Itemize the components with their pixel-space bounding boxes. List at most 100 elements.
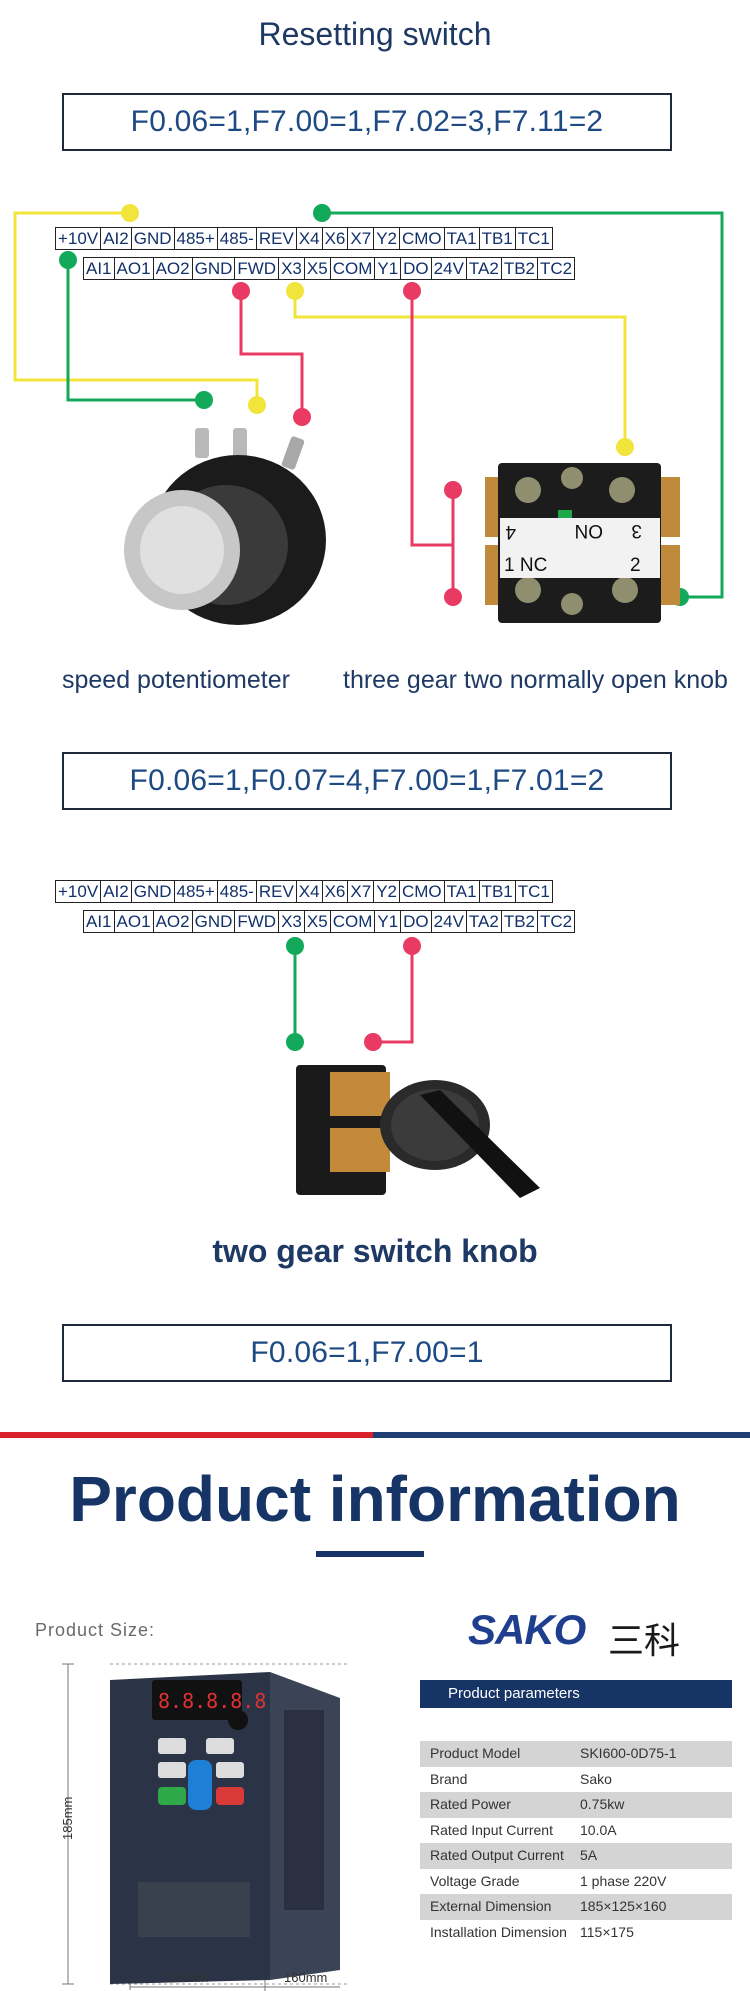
terminal-ai2: AI2: [100, 227, 132, 250]
product-size-label: Product Size:: [35, 1620, 156, 1640]
divider-red: [0, 1432, 373, 1438]
param-key: Voltage Grade: [430, 1872, 520, 1889]
terminal-do: DO: [400, 910, 432, 933]
terminal-ta1: TA1: [443, 880, 480, 903]
wire-red-com: [373, 946, 414, 1044]
terminal-dot: [232, 282, 250, 300]
terminal-dot: [444, 588, 462, 606]
parameter-code-box-2: F0.06=1,F0.07=4,F7.00=1,F7.01=2: [62, 752, 672, 810]
terminal-tc1: TC1: [514, 880, 553, 903]
terminal-dot: [121, 204, 139, 222]
terminal-x6: X6: [321, 880, 349, 903]
section-title: Resetting switch: [258, 16, 492, 52]
terminal-x4: X4: [295, 227, 323, 250]
param-value: 5A: [580, 1847, 598, 1863]
switch-marking-3: 3: [631, 520, 642, 541]
terminal-dot: [403, 937, 421, 955]
terminal-dot: [248, 396, 266, 414]
param-row: Installation Dimension 115×175: [420, 1920, 732, 1946]
terminal-485-minus: 485-: [216, 880, 257, 903]
title-underline: [316, 1551, 424, 1557]
terminal-x7: X7: [347, 880, 375, 903]
wire-green-rev: [322, 211, 724, 599]
wire-yellow-fwd: [293, 291, 627, 447]
wiring-diagram-1: 4 ON 3 1 NC 2: [13, 204, 724, 625]
terminal-dot: [403, 282, 421, 300]
param-value: 0.75kw: [580, 1796, 625, 1812]
product-parameters-header: Product parameters: [420, 1680, 732, 1708]
param-row: Rated Input Current 10.0A: [420, 1818, 732, 1844]
terminal-tb2: TB2: [500, 257, 539, 280]
terminal-dot: [286, 1033, 304, 1051]
terminal-ao1: AO1: [113, 910, 154, 933]
terminal-gnd: GND: [130, 880, 175, 903]
terminal-fwd: FWD: [234, 257, 280, 280]
switch-marking-4: 4: [505, 521, 516, 542]
terminal-fwd: FWD: [234, 910, 280, 933]
terminal-ta1: TA1: [443, 227, 480, 250]
param-value: 115×175: [580, 1923, 634, 1940]
terminal-10v-plus: +10V: [55, 880, 102, 903]
potentiometer-image: [124, 428, 326, 625]
param-row: Rated Power 0.75kw: [420, 1792, 732, 1818]
param-value: 185×125×160: [580, 1898, 667, 1914]
wiring-diagram-2: [286, 937, 540, 1198]
parameter-code-box-1: F0.06=1,F7.00=1,F7.02=3,F7.11=2: [62, 93, 672, 151]
terminal-do: DO: [400, 257, 432, 280]
terminal-rev: REV: [255, 227, 297, 250]
terminal-ai1: AI1: [83, 257, 115, 280]
terminal-x5: X5: [303, 910, 331, 933]
terminal-y2: Y2: [373, 880, 400, 903]
terminal-tb1: TB1: [478, 227, 516, 250]
three-gear-switch-image: 4 ON 3 1 NC 2: [485, 463, 680, 623]
display-digits: 8.8.8.8.8: [158, 1689, 266, 1713]
product-size-image: 185mm 8.8.8.8.8 125mm 160mm: [60, 1663, 350, 1991]
terminal-ta2: TA2: [465, 910, 502, 933]
param-key: Rated Output Current: [430, 1847, 564, 1863]
terminal-tc2: TC2: [537, 910, 576, 933]
brand-logo-chinese: 三科: [608, 1620, 681, 1661]
terminal-tb2: TB2: [500, 910, 539, 933]
param-key: Brand: [430, 1770, 468, 1787]
switch-marking-1nc: 1 NC: [504, 555, 547, 576]
param-value: 10.0A: [580, 1821, 617, 1838]
param-row: Voltage Grade 1 phase 220V: [420, 1869, 732, 1895]
label-speed-potentiometer: speed potentiometer: [62, 666, 290, 694]
terminal-dot: [616, 438, 634, 456]
wire-yellow-10v: [13, 211, 259, 405]
param-value: Sako: [580, 1770, 612, 1787]
terminal-dot: [444, 481, 462, 499]
terminal-485-minus: 485-: [216, 227, 257, 250]
terminal-ta2: TA2: [465, 257, 502, 280]
terminal-dot: [293, 408, 311, 426]
wire-red-com: [410, 291, 453, 547]
param-value: 1 phase 220V: [580, 1872, 667, 1889]
terminal-ao1: AO1: [113, 257, 154, 280]
dimension-height: 185mm: [60, 1797, 75, 1840]
terminal-y2: Y2: [373, 227, 400, 250]
terminal-dot: [286, 282, 304, 300]
param-key: Installation Dimension: [430, 1923, 567, 1940]
wire-green-ai1: [66, 260, 204, 402]
param-value: SKI600-0D75-1: [580, 1745, 677, 1761]
terminal-gnd: GND: [130, 227, 175, 250]
param-key: Rated Power: [430, 1796, 511, 1812]
terminal-ai2: AI2: [100, 880, 132, 903]
terminal-10v-plus: +10V: [55, 227, 102, 250]
divider-blue: [373, 1432, 750, 1438]
dimension-depth: 160mm: [284, 1970, 327, 1985]
param-key: Rated Input Current: [430, 1821, 553, 1838]
terminal-dot: [59, 251, 77, 269]
wire-red-gnd: [239, 291, 304, 415]
terminal-tc2: TC2: [537, 257, 576, 280]
switch-marking-on: ON: [575, 520, 604, 541]
terminal-com: COM: [329, 257, 376, 280]
terminal-485-plus: 485+: [173, 880, 218, 903]
terminal-dot: [313, 204, 331, 222]
